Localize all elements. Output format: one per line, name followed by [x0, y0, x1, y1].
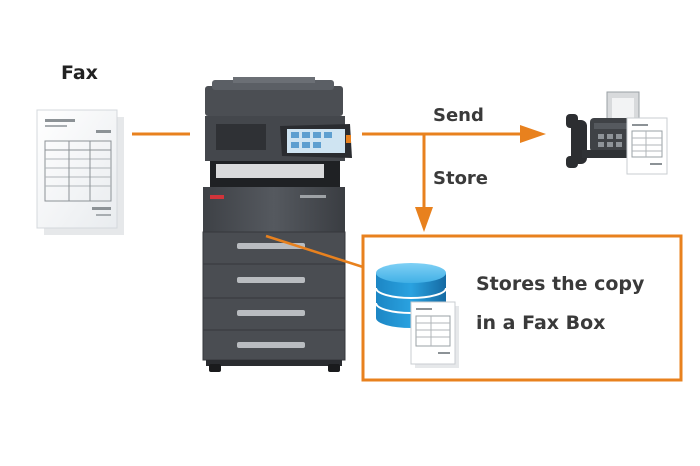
- fax-label: Fax: [61, 62, 98, 84]
- fax-box-description-line1: Stores the copy: [476, 273, 645, 295]
- fax-box-frame: [361, 234, 683, 382]
- send-arrowhead: [520, 125, 546, 143]
- store-arrowhead: [415, 207, 433, 232]
- multifunction-printer-icon: [202, 77, 352, 372]
- fax-box-description-line2: in a Fax Box: [476, 312, 606, 334]
- fax-document-icon: [36, 109, 124, 235]
- drawer-to-fax-box-line: [265, 234, 364, 269]
- store-label: Store: [433, 168, 489, 189]
- stored-document-icon: [410, 301, 459, 368]
- fax-machine-icon: [566, 91, 668, 175]
- send-label: Send: [433, 105, 484, 126]
